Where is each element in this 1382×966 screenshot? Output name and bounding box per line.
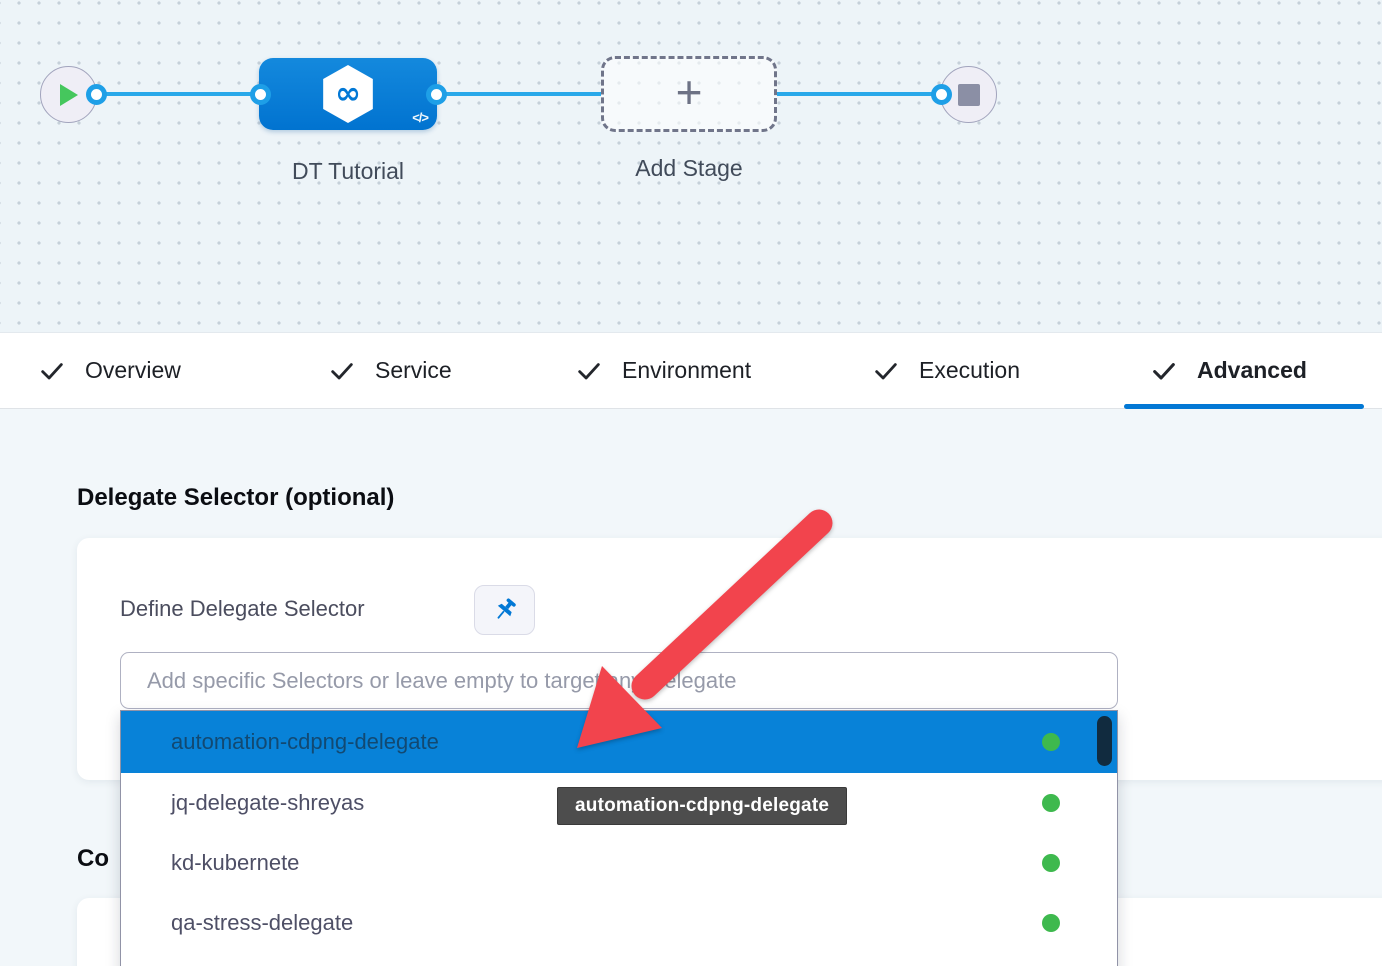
option-label: jq-delegate-shreyas [171, 790, 365, 815]
stage-label: DT Tutorial [291, 158, 405, 184]
connector-port[interactable] [86, 84, 107, 105]
code-view-icon[interactable]: </> [412, 110, 429, 125]
delegate-selector-input[interactable] [120, 652, 1118, 709]
stage-node-dt-tutorial[interactable]: ∞ </> [259, 58, 437, 130]
delegate-connected-dot [1042, 914, 1060, 932]
delegate-dropdown-menu: automation-cdpng-delegate jq-delegate-sh… [120, 710, 1118, 966]
delegate-name-tooltip: automation-cdpng-delegate [557, 787, 848, 825]
pipeline-canvas[interactable]: ∞ </> + DT Tutorial Add Stage [0, 0, 1382, 333]
dropdown-option-jq-delegate-shreyas[interactable]: jq-delegate-shreyas [121, 773, 1117, 833]
delegate-connected-dot [1042, 733, 1060, 751]
option-label: automation-cdpng-delegate [171, 729, 439, 754]
define-delegate-selector-label: Define Delegate Selector [120, 596, 365, 621]
cd-stage-hexagon-icon: ∞ [323, 65, 373, 123]
next-section-heading-clipped: Co [77, 845, 109, 872]
tab-service[interactable]: Service [328, 333, 452, 408]
tab-label: Overview [85, 357, 181, 383]
connector-port[interactable] [250, 84, 271, 105]
infinity-glyph: ∞ [335, 75, 361, 111]
check-icon [41, 362, 63, 379]
tab-label: Execution [919, 357, 1021, 383]
delegate-selector-heading: Delegate Selector (optional) [77, 484, 395, 511]
add-stage-button[interactable]: + [601, 56, 777, 132]
tab-advanced[interactable]: Advanced [1150, 333, 1307, 408]
plus-icon: + [675, 66, 703, 118]
dropdown-option-qa-stress-delegate[interactable]: qa-stress-delegate [121, 893, 1117, 953]
check-icon [578, 362, 600, 379]
check-icon [875, 362, 897, 379]
check-icon [331, 362, 353, 379]
connector-port[interactable] [931, 84, 952, 105]
connector-port[interactable] [426, 84, 447, 105]
tab-environment[interactable]: Environment [575, 333, 751, 408]
pipeline-edge [777, 92, 942, 96]
check-icon [1153, 362, 1175, 380]
tab-label: Service [375, 357, 452, 383]
tab-overview[interactable]: Overview [38, 333, 181, 408]
pipeline-edge [437, 92, 601, 96]
pin-input-type-button[interactable] [474, 585, 535, 635]
option-label: kd-kubernete [171, 850, 300, 875]
active-tab-indicator [1124, 404, 1364, 409]
delegate-connected-dot [1042, 854, 1060, 872]
dropdown-option-automation-cdpng-delegate[interactable]: automation-cdpng-delegate [121, 711, 1117, 773]
pushpin-icon [497, 597, 516, 619]
tab-label: Advanced [1197, 357, 1307, 383]
stage-config-tabbar: Overview Service Environment Execution A… [0, 333, 1382, 409]
delegate-connected-dot [1042, 794, 1060, 812]
pipeline-edge [96, 92, 261, 96]
option-label: qa-stress-delegate [171, 910, 354, 935]
add-stage-label: Add Stage [635, 155, 743, 181]
stop-icon [957, 83, 980, 106]
dropdown-option-kd-kubernete[interactable]: kd-kubernete [121, 833, 1117, 893]
tab-label: Environment [622, 357, 752, 383]
tab-execution[interactable]: Execution [872, 333, 1020, 408]
dropdown-scrollbar-thumb[interactable] [1097, 716, 1112, 766]
play-icon [59, 83, 78, 106]
